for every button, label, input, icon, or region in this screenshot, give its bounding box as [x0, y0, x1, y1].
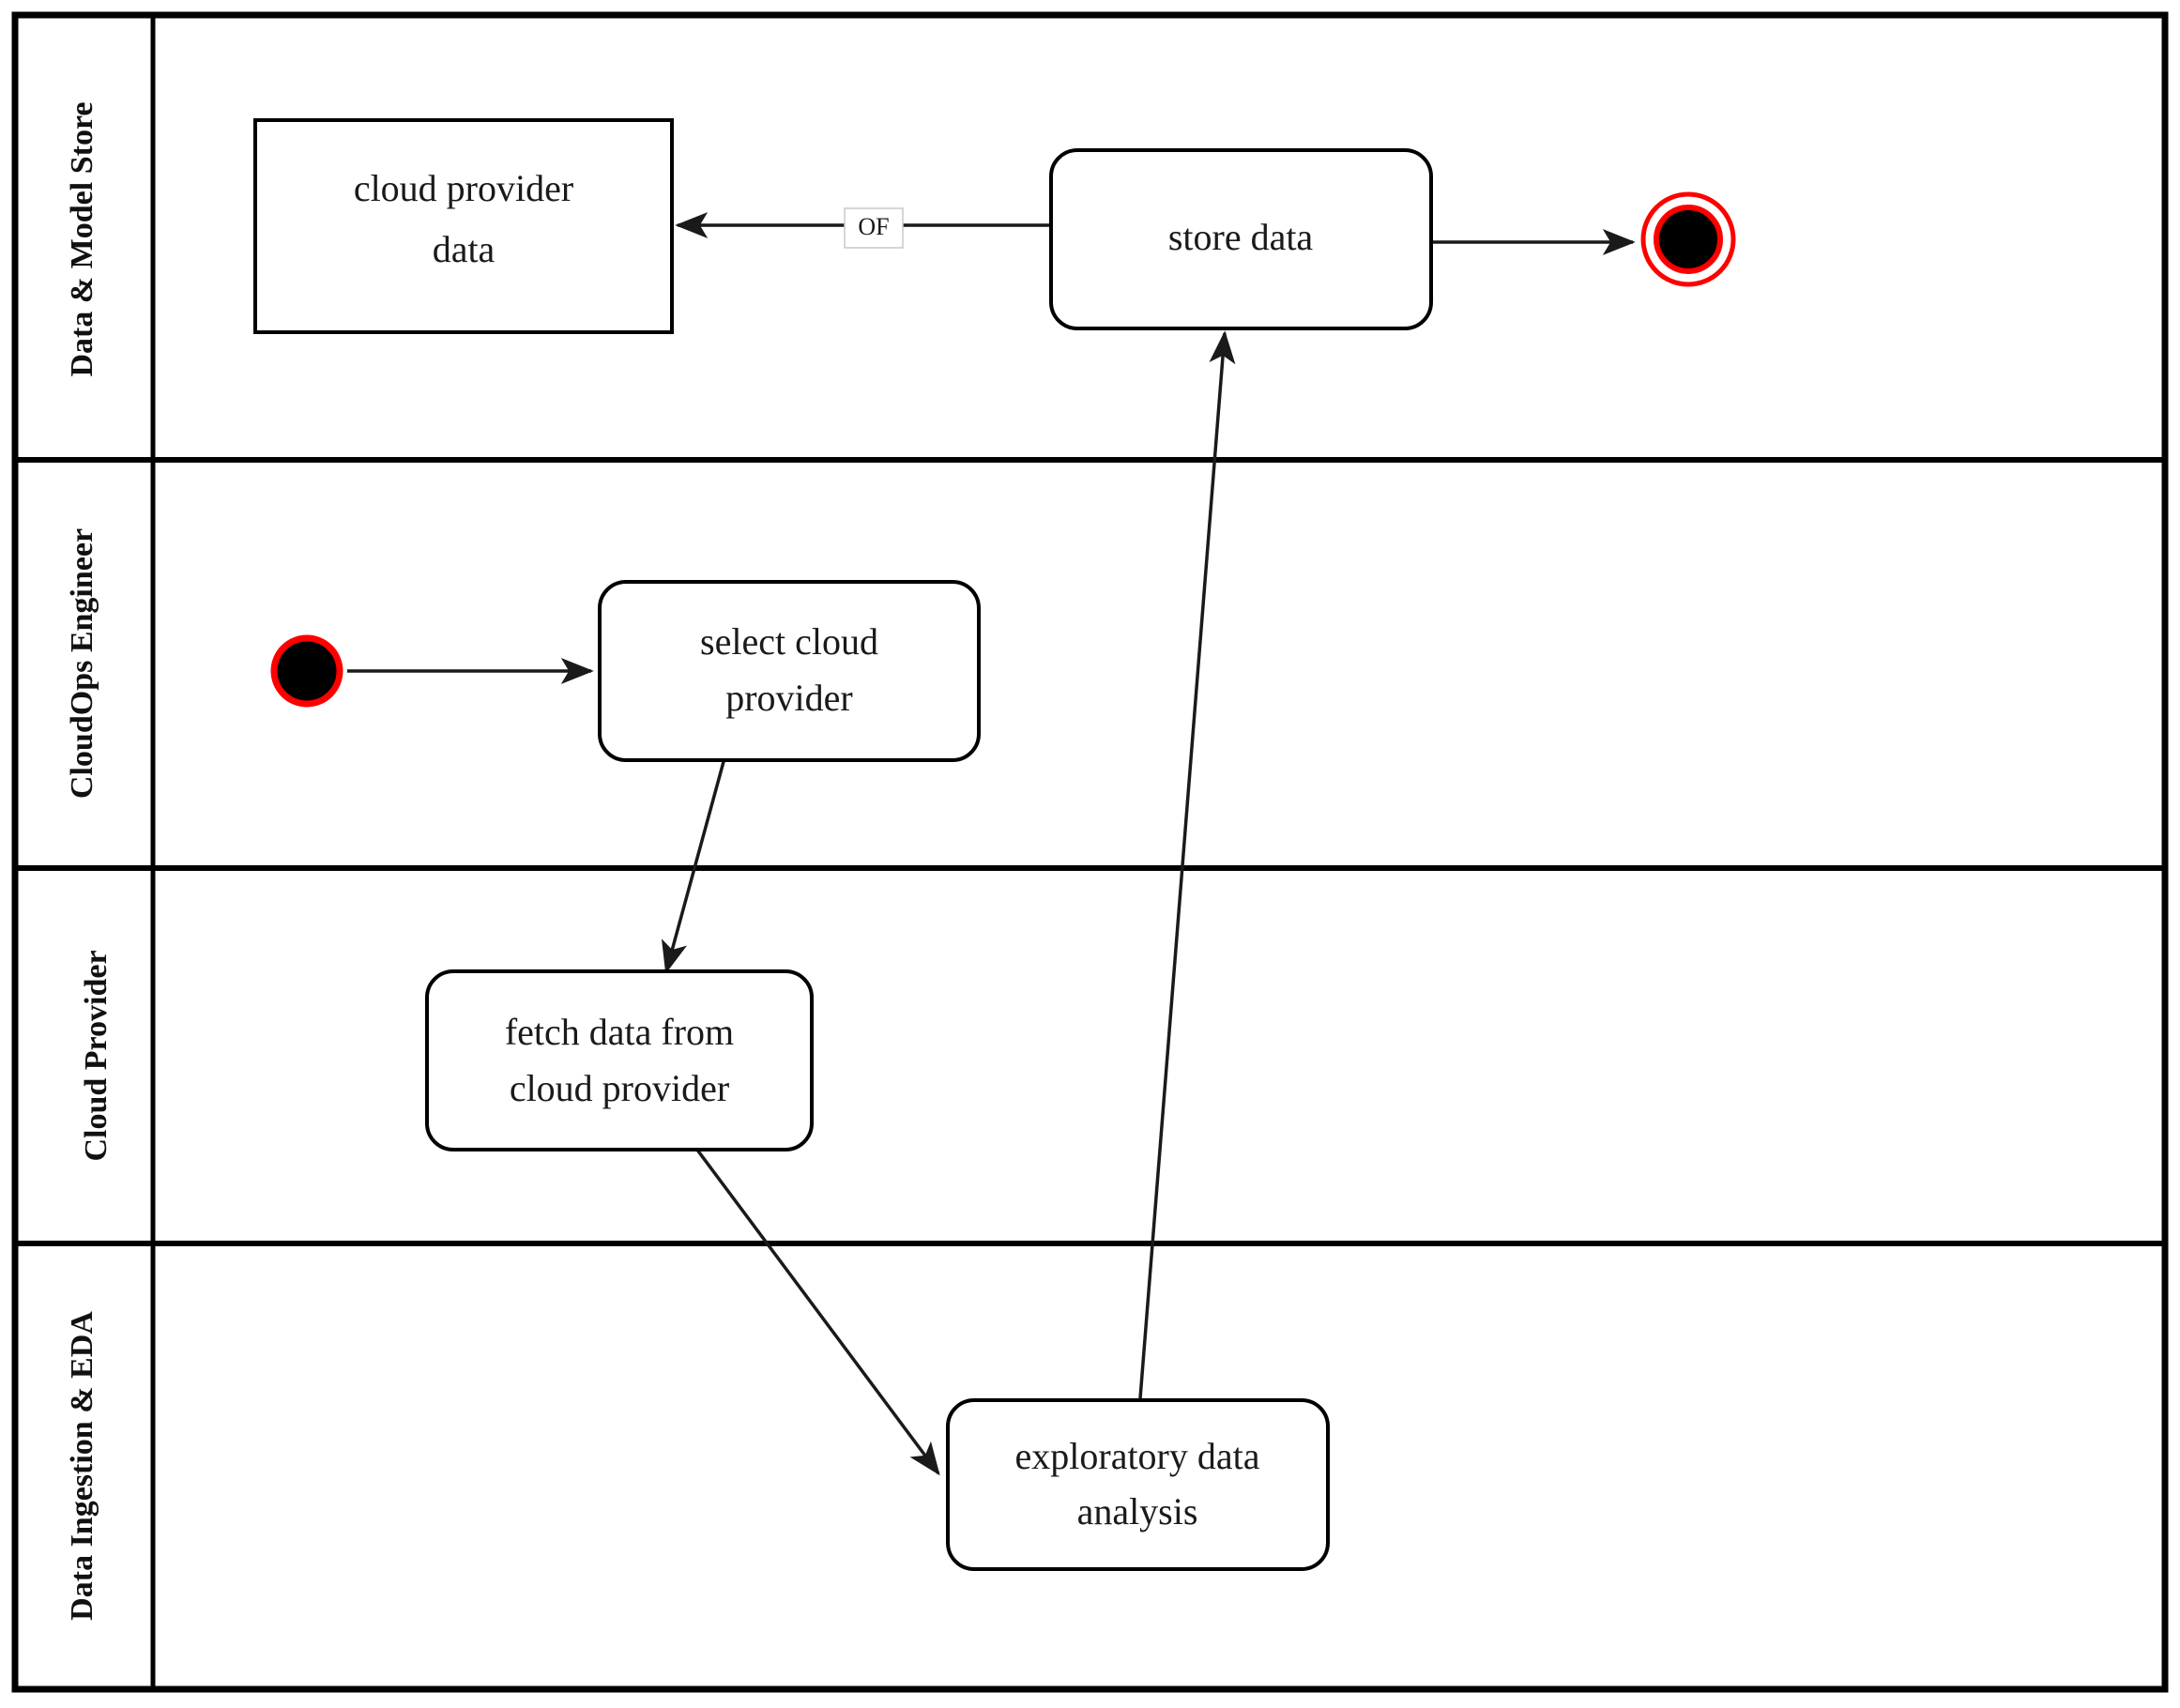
- node-fetch-data[interactable]: fetch data from cloud provider: [425, 969, 814, 1151]
- node-store-data[interactable]: store data: [1049, 148, 1433, 330]
- node-eda-label-line2: analysis: [1077, 1490, 1198, 1533]
- node-eda-label-line1: exploratory data: [1015, 1435, 1260, 1477]
- node-cloud-provider-data[interactable]: cloud provider data: [253, 118, 674, 334]
- node-select-cloud-provider[interactable]: select cloud provider: [598, 580, 981, 762]
- node-cloud-provider-data-label-line2: data: [433, 228, 495, 270]
- edge-select-to-fetch: [661, 757, 726, 974]
- svg-text:CloudOps Engineer: CloudOps Engineer: [65, 528, 99, 799]
- lane-label-text: Data & Model Store: [65, 101, 99, 376]
- edge-label-of-text: OF: [858, 213, 889, 240]
- swimlane-frame: [11, 11, 2169, 1693]
- node-store-data-label: store data: [1168, 216, 1314, 258]
- edge-label-of: OF: [844, 207, 904, 249]
- lane-label-data-model-store: Data & Model Store: [65, 101, 99, 376]
- node-fetch-data-label-line2: cloud provider: [510, 1067, 729, 1109]
- node-initial[interactable]: [270, 634, 343, 708]
- lane-label-text: Data Ingestion & EDA: [65, 1311, 99, 1621]
- edge-fetch-to-eda: [676, 1121, 940, 1476]
- node-select-cloud-provider-label-line1: select cloud: [700, 620, 878, 663]
- lane-label-cloudops-engineer: CloudOps Engineer: [65, 528, 99, 799]
- lane-label-text: Cloud Provider: [79, 950, 114, 1161]
- lane-label-data-ingestion-eda: Data Ingestion & EDA: [65, 1311, 99, 1621]
- svg-text:Data Ingestion & EDA: Data Ingestion & EDA: [65, 1311, 99, 1621]
- lane-label-text: CloudOps Engineer: [65, 528, 99, 799]
- node-final[interactable]: [1640, 191, 1736, 287]
- lane-label-cloud-provider: Cloud Provider: [79, 950, 114, 1161]
- node-fetch-data-label-line1: fetch data from: [505, 1011, 734, 1053]
- edge-store-to-data: OF: [675, 207, 1051, 249]
- node-cloud-provider-data-label-line1: cloud provider: [354, 167, 573, 209]
- node-eda[interactable]: exploratory data analysis: [946, 1398, 1330, 1571]
- svg-text:Data & Model Store: Data & Model Store: [65, 101, 99, 376]
- svg-text:Cloud Provider: Cloud Provider: [79, 950, 114, 1161]
- node-select-cloud-provider-label-line2: provider: [725, 677, 853, 719]
- edge-eda-to-store: [1138, 330, 1236, 1399]
